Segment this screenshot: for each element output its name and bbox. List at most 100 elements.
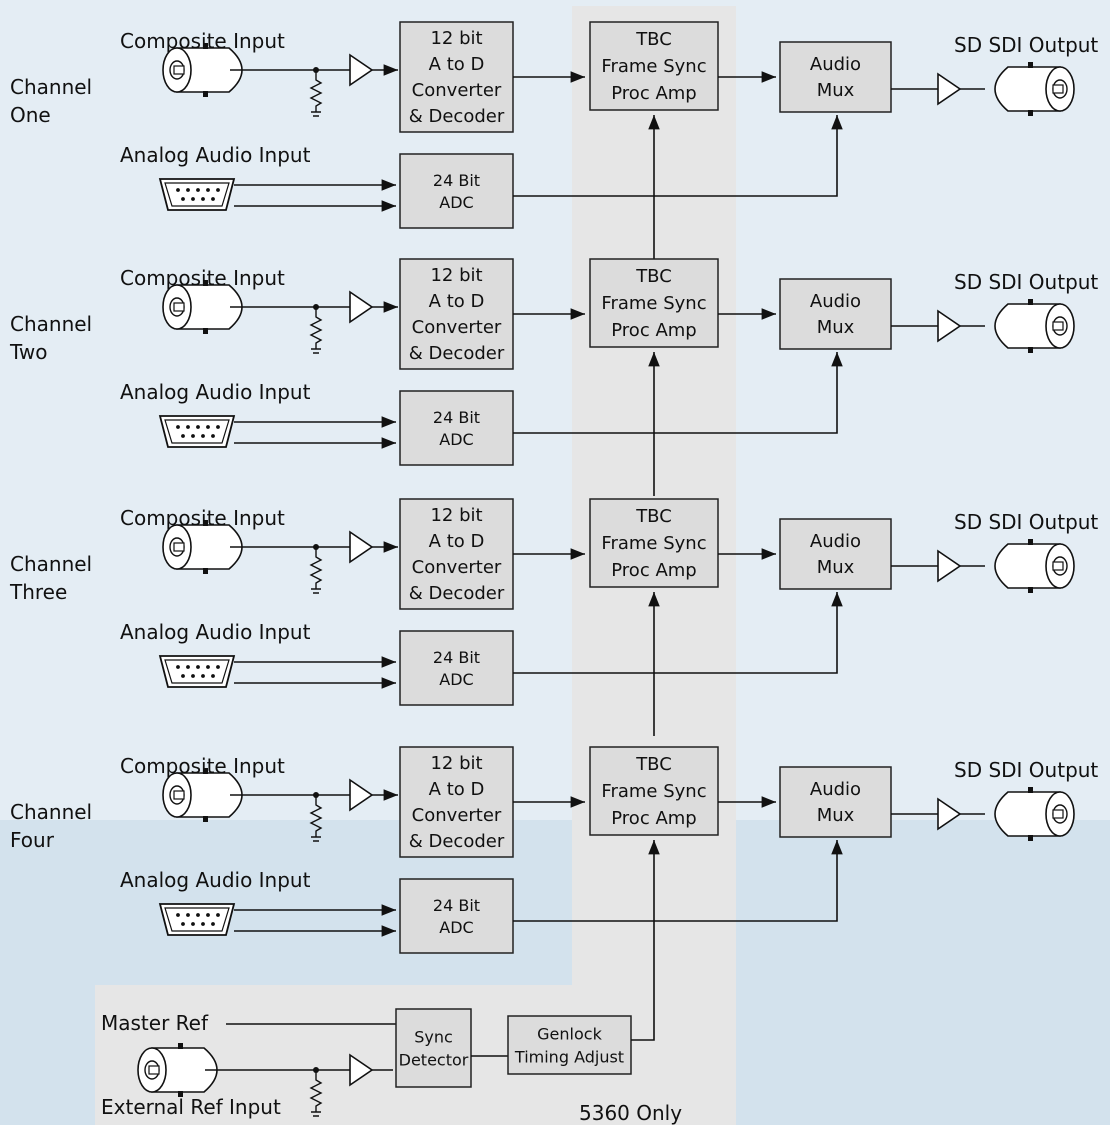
audio-adc-block-box [399, 390, 514, 466]
tbc-block-line: TBC [635, 266, 672, 287]
termination-resistor [309, 304, 323, 354]
genlock-block-box [507, 1015, 632, 1075]
audio-dsub-connector [158, 415, 236, 448]
sync-detector-block-line: Sync [414, 1028, 453, 1047]
video-adc-block-line: & Decoder [409, 343, 505, 364]
audio-adc-block-line: ADC [439, 430, 473, 449]
audio-mux-block-box [779, 518, 892, 590]
audio-adc-block-box [399, 153, 514, 229]
output-amplifier [937, 309, 962, 343]
genlock-block-line: Timing Adjust [514, 1048, 624, 1067]
master-ref-label: Master Ref [101, 1011, 209, 1035]
video-adc-block-line: 12 bit [430, 28, 482, 49]
audio-adc-block-line: ADC [439, 193, 473, 212]
video-adc-block-line: Converter [412, 805, 502, 826]
channel-label: Channel [10, 75, 92, 99]
audio-mux-block-box [779, 278, 892, 350]
audio-adc-block-box [399, 630, 514, 706]
video-adc-block-box [399, 258, 514, 370]
sdi-output-connector [994, 299, 1075, 353]
tbc-block-line: Frame Sync [601, 56, 706, 77]
video-adc-block-line: & Decoder [409, 106, 505, 127]
ref-termination-resistor [309, 1067, 323, 1117]
tbc-block-line: Proc Amp [611, 808, 696, 829]
tbc-block-line: Proc Amp [611, 560, 696, 581]
analog-audio-input-label: Analog Audio Input [120, 868, 311, 892]
audio-adc-block-line: 24 Bit [433, 896, 480, 915]
tbc-block-line: Frame Sync [601, 781, 706, 802]
audio-adc-block-line: ADC [439, 670, 473, 689]
analog-audio-input-label: Analog Audio Input [120, 380, 311, 404]
sdi-output-label: SD SDI Output [954, 33, 1098, 57]
input-amplifier [349, 530, 374, 564]
tbc-block-line: TBC [635, 754, 672, 775]
video-adc-block-line: & Decoder [409, 831, 505, 852]
input-amplifier [349, 290, 374, 324]
audio-adc-block-line: 24 Bit [433, 408, 480, 427]
audio-adc-block-line: ADC [439, 918, 473, 937]
tbc-block-line: Proc Amp [611, 83, 696, 104]
analog-audio-input-label: Analog Audio Input [120, 620, 311, 644]
audio-mux-block-box [779, 766, 892, 838]
video-adc-block-box [399, 21, 514, 133]
output-amplifier [937, 549, 962, 583]
termination-resistor [309, 792, 323, 842]
input-amplifier [349, 53, 374, 87]
video-adc-block-line: 12 bit [430, 265, 482, 286]
video-adc-block-line: Converter [412, 80, 502, 101]
tbc-block-box [589, 746, 719, 836]
sdi-output-connector [994, 62, 1075, 116]
reference-region [95, 6, 736, 1125]
channel-label: Three [9, 580, 67, 604]
audio-dsub-connector [158, 903, 236, 936]
tbc-block-line: TBC [635, 506, 672, 527]
sdi-output-label: SD SDI Output [954, 270, 1098, 294]
audio-mux-block-line: Mux [817, 557, 855, 578]
audio-mux-block-line: Audio [810, 779, 861, 800]
audio-to-mux-wire [513, 352, 843, 434]
input-amplifier [349, 778, 374, 812]
video-adc-block-line: Converter [412, 317, 502, 338]
channel-label: Channel [10, 552, 92, 576]
channel-label: Channel [10, 312, 92, 336]
termination-resistor [309, 67, 323, 117]
tbc-block-box [589, 498, 719, 588]
audio-mux-block-line: Audio [810, 54, 861, 75]
sdi-output-label: SD SDI Output [954, 510, 1098, 534]
audio-mux-block-line: Audio [810, 531, 861, 552]
audio-to-mux-wire [513, 592, 843, 674]
sdi-output-connector [994, 539, 1075, 593]
ref-amplifier [349, 1053, 374, 1087]
video-adc-block-line: 12 bit [430, 505, 482, 526]
model-note: 5360 Only [579, 1101, 682, 1125]
video-adc-block-line: & Decoder [409, 583, 505, 604]
composite-input-connector [162, 520, 243, 574]
tbc-block-line: Frame Sync [601, 533, 706, 554]
channel-label: One [10, 103, 51, 127]
external-ref-connector [137, 1043, 218, 1097]
video-adc-block-line: Converter [412, 557, 502, 578]
audio-to-mux-wire [513, 840, 843, 922]
channel-label: Four [10, 828, 55, 852]
composite-input-connector [162, 280, 243, 334]
video-adc-block-line: A to D [429, 779, 485, 800]
termination-resistor [309, 544, 323, 594]
